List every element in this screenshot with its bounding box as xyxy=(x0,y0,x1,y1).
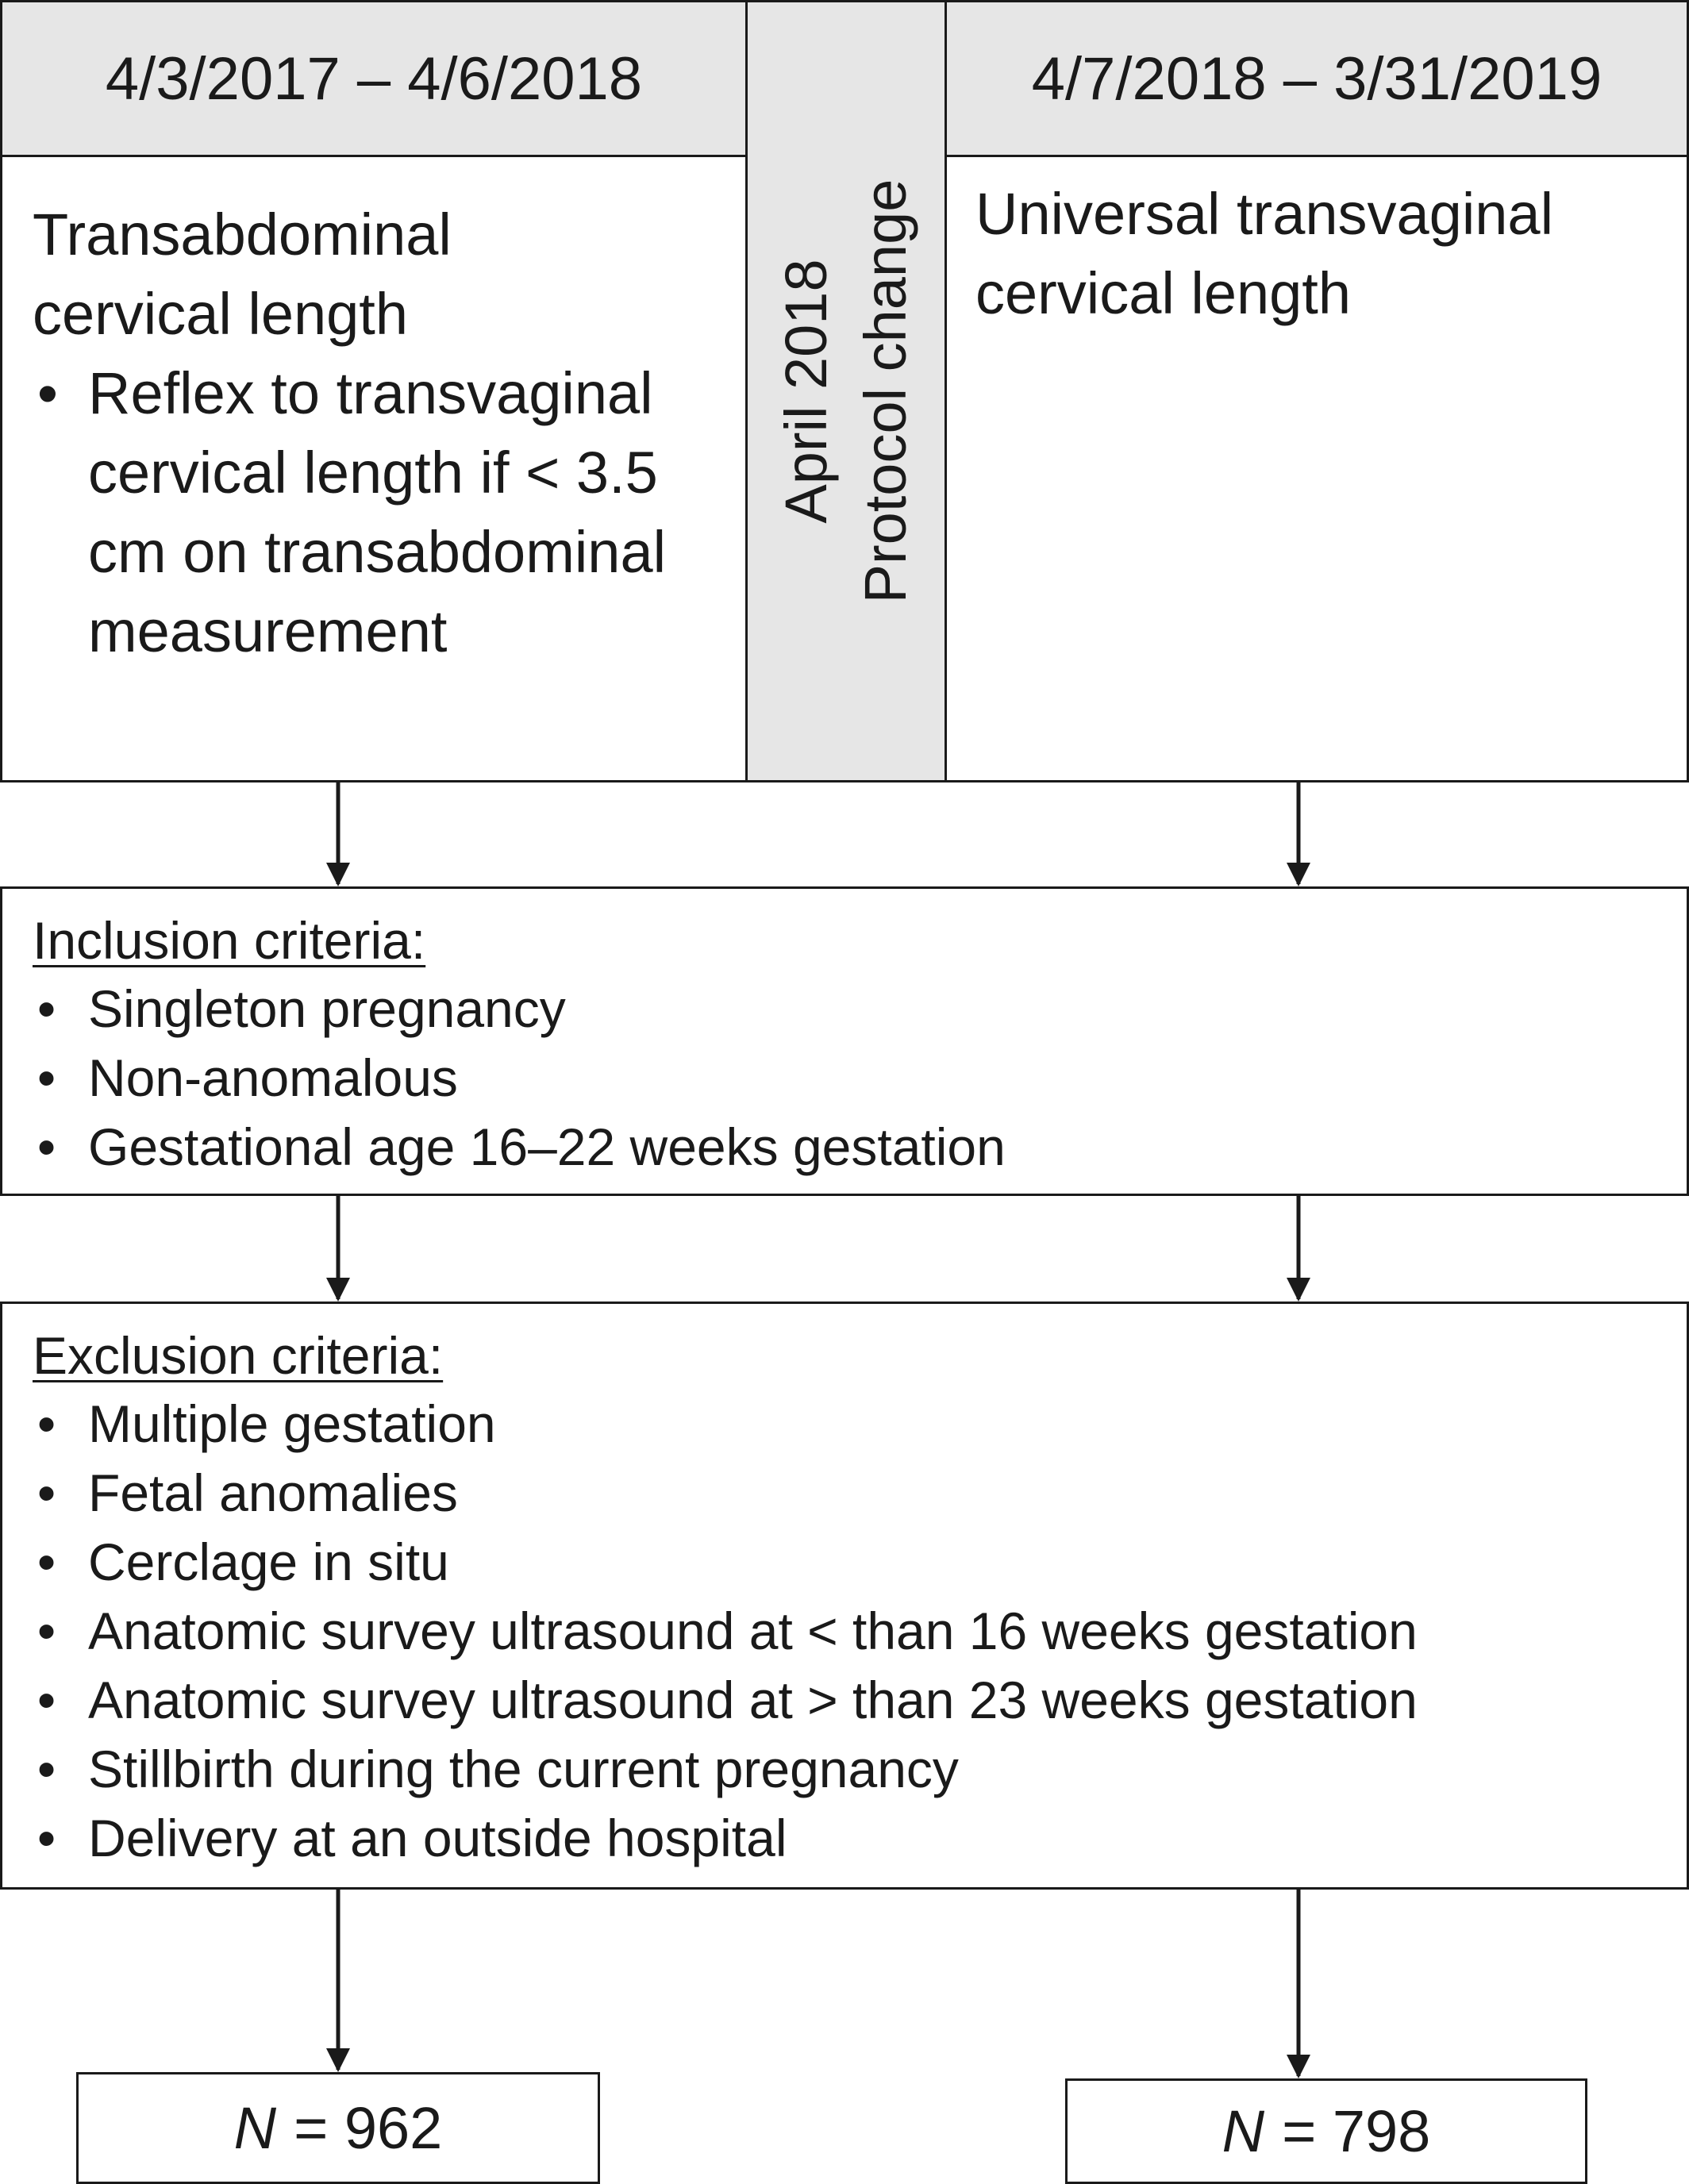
left-n-label: N xyxy=(233,2095,277,2161)
list-item: •Non-anomalous xyxy=(33,1044,1671,1113)
protocol-change-band: April 2018 Protocol change xyxy=(745,0,947,782)
list-item: •Multiple gestation xyxy=(33,1390,1671,1459)
left-protocol-title: Transabdominal cervical length xyxy=(33,202,452,347)
right-count-box: N = 798 xyxy=(1065,2078,1587,2184)
bullet-marker: • xyxy=(37,1532,56,1591)
left-date-range: 4/3/2017 – 4/6/2018 xyxy=(105,44,643,113)
bullet-marker: • xyxy=(37,1048,56,1107)
left-protocol-bullet-0: • Reflex to transvaginal cervical length… xyxy=(33,354,729,671)
bullet-marker: • xyxy=(37,360,58,426)
right-n-label: N xyxy=(1222,2098,1265,2164)
list-item: •Gestational age 16–22 weeks gestation xyxy=(33,1113,1671,1182)
exclusion-heading: Exclusion criteria: xyxy=(33,1326,444,1385)
list-item: •Cerclage in situ xyxy=(33,1528,1671,1597)
left-protocol-box: Transabdominal cervical length • Reflex … xyxy=(0,155,748,782)
inclusion-heading: Inclusion criteria: xyxy=(33,911,426,970)
right-date-range: 4/7/2018 – 3/31/2019 xyxy=(1031,44,1602,113)
list-item: •Singleton pregnancy xyxy=(33,975,1671,1044)
left-count-box: N = 962 xyxy=(76,2072,600,2184)
bullet-marker: • xyxy=(37,1463,56,1522)
right-protocol-title: Universal transvaginal cervical length xyxy=(975,181,1554,326)
list-item: •Fetal anomalies xyxy=(33,1459,1671,1528)
list-item: •Stillbirth during the current pregnancy xyxy=(33,1735,1671,1804)
left-protocol-bullets: • Reflex to transvaginal cervical length… xyxy=(33,354,729,671)
exclusion-criteria-box: Exclusion criteria: •Multiple gestation … xyxy=(0,1302,1689,1890)
list-item: •Anatomic survey ultrasound at > than 23… xyxy=(33,1666,1671,1735)
inclusion-list: •Singleton pregnancy •Non-anomalous •Ges… xyxy=(33,975,1671,1182)
bullet-marker: • xyxy=(37,979,56,1038)
bullet-marker: • xyxy=(37,1671,56,1729)
left-period-header: 4/3/2017 – 4/6/2018 xyxy=(0,0,748,157)
bullet-marker: • xyxy=(37,1117,56,1176)
list-item: •Anatomic survey ultrasound at < than 16… xyxy=(33,1597,1671,1666)
list-item: •Delivery at an outside hospital xyxy=(33,1804,1671,1873)
left-n-value: = 962 xyxy=(294,2095,443,2161)
bullet-marker: • xyxy=(37,1601,56,1660)
right-n-value: = 798 xyxy=(1282,2098,1431,2164)
exclusion-list: •Multiple gestation •Fetal anomalies •Ce… xyxy=(33,1390,1671,1873)
right-protocol-box: Universal transvaginal cervical length xyxy=(945,155,1689,782)
bullet-marker: • xyxy=(37,1394,56,1453)
inclusion-criteria-box: Inclusion criteria: •Singleton pregnancy… xyxy=(0,886,1689,1196)
bullet-marker: • xyxy=(37,1809,56,1867)
bullet-marker: • xyxy=(37,1740,56,1798)
